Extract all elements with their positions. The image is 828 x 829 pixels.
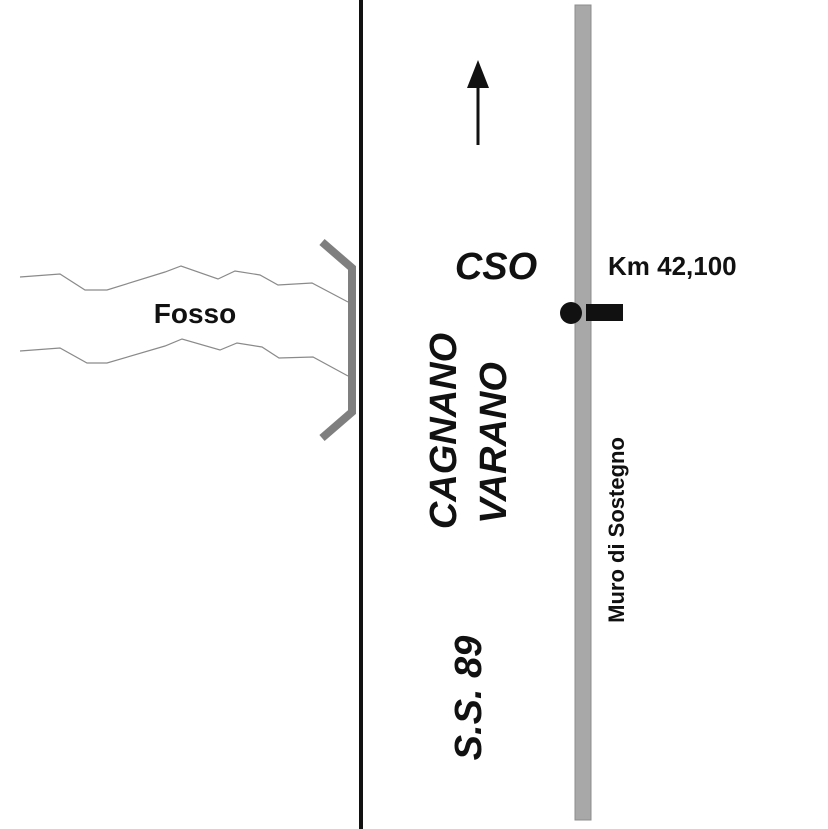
direction-arrow-icon (467, 60, 489, 145)
road-label: S.S. 89 (448, 636, 490, 761)
km-marker (586, 304, 623, 321)
ditch-bottom-bank (19, 338, 349, 377)
ditch-label: Fosso (154, 298, 236, 329)
cso-label: CSO (455, 246, 537, 288)
town-label-1: CAGNANO (423, 333, 465, 529)
km-label: Km 42,100 (608, 251, 737, 281)
ditch-top-bank (19, 265, 349, 303)
wall-label: Muro di Sostegno (604, 437, 629, 623)
cso-location-marker (560, 302, 582, 324)
culvert-outlet (319, 238, 356, 442)
town-label-2: VARANO (473, 362, 515, 524)
retaining-wall (574, 4, 592, 821)
